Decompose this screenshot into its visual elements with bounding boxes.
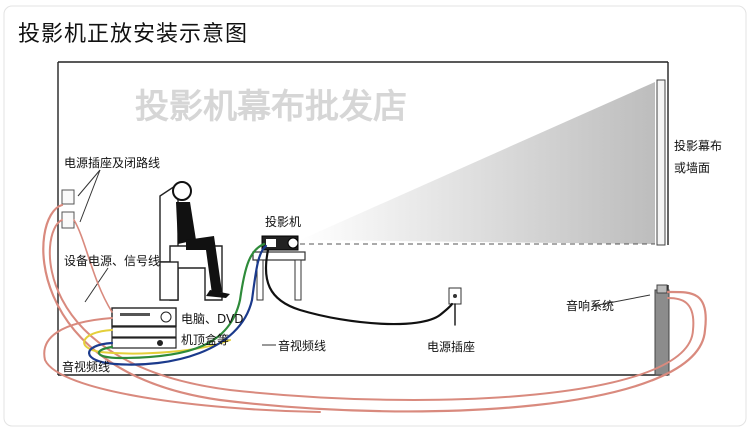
label-pointers <box>77 169 651 307</box>
signal-cable-front <box>43 317 321 413</box>
pointer-outlet-1 <box>77 169 101 197</box>
label-av-cable-left: 音视频线 <box>62 359 110 374</box>
pointer-outlet-2 <box>79 169 101 223</box>
projection-screen <box>656 79 666 246</box>
card-border <box>3 5 747 427</box>
label-projector: 投影机 <box>265 214 301 229</box>
label-screen-line2: 或墙面 <box>674 161 710 175</box>
floor-power-socket <box>448 287 462 305</box>
projector <box>261 235 299 251</box>
cables <box>42 203 707 413</box>
label-device-power-signal: 设备电源、信号线 <box>64 254 160 268</box>
power-cable-outer <box>42 203 707 413</box>
speaker-cabinet <box>654 284 670 376</box>
label-power-socket: 电源插座 <box>427 339 475 354</box>
label-power-outlet-closed-loop: 电源插座及闭路线 <box>64 155 160 170</box>
label-pc-dvd: 电脑、DVD <box>181 312 243 326</box>
wall-socket-lower <box>61 211 75 229</box>
projector-table <box>252 251 306 301</box>
power-cable-inner <box>48 219 695 401</box>
page-title: 投影机正放安装示意图 <box>18 22 249 47</box>
av-cable-yellow <box>83 329 231 355</box>
projector-power-cable <box>264 248 454 326</box>
amplifier-unit <box>111 326 177 338</box>
label-speaker-system: 音响系统 <box>566 298 614 313</box>
settop-box-unit <box>111 337 177 349</box>
pointer-speaker <box>592 294 651 307</box>
device-power-cable <box>73 219 113 313</box>
wall-socket-upper <box>61 189 75 205</box>
av-equipment-stack <box>111 307 177 349</box>
av-cable-blue <box>88 244 268 366</box>
watermark-text: 投影机幕布批发店 <box>135 87 407 127</box>
pointer-device-cables <box>84 267 109 303</box>
label-av-cable-right: 音视频线 <box>278 338 326 353</box>
viewer-person <box>172 181 230 298</box>
label-settop-box: 机顶盒等 <box>181 332 229 347</box>
projection-beam <box>300 82 655 244</box>
label-screen-line1: 投影幕布 <box>674 138 722 153</box>
av-cable-green <box>98 242 266 360</box>
